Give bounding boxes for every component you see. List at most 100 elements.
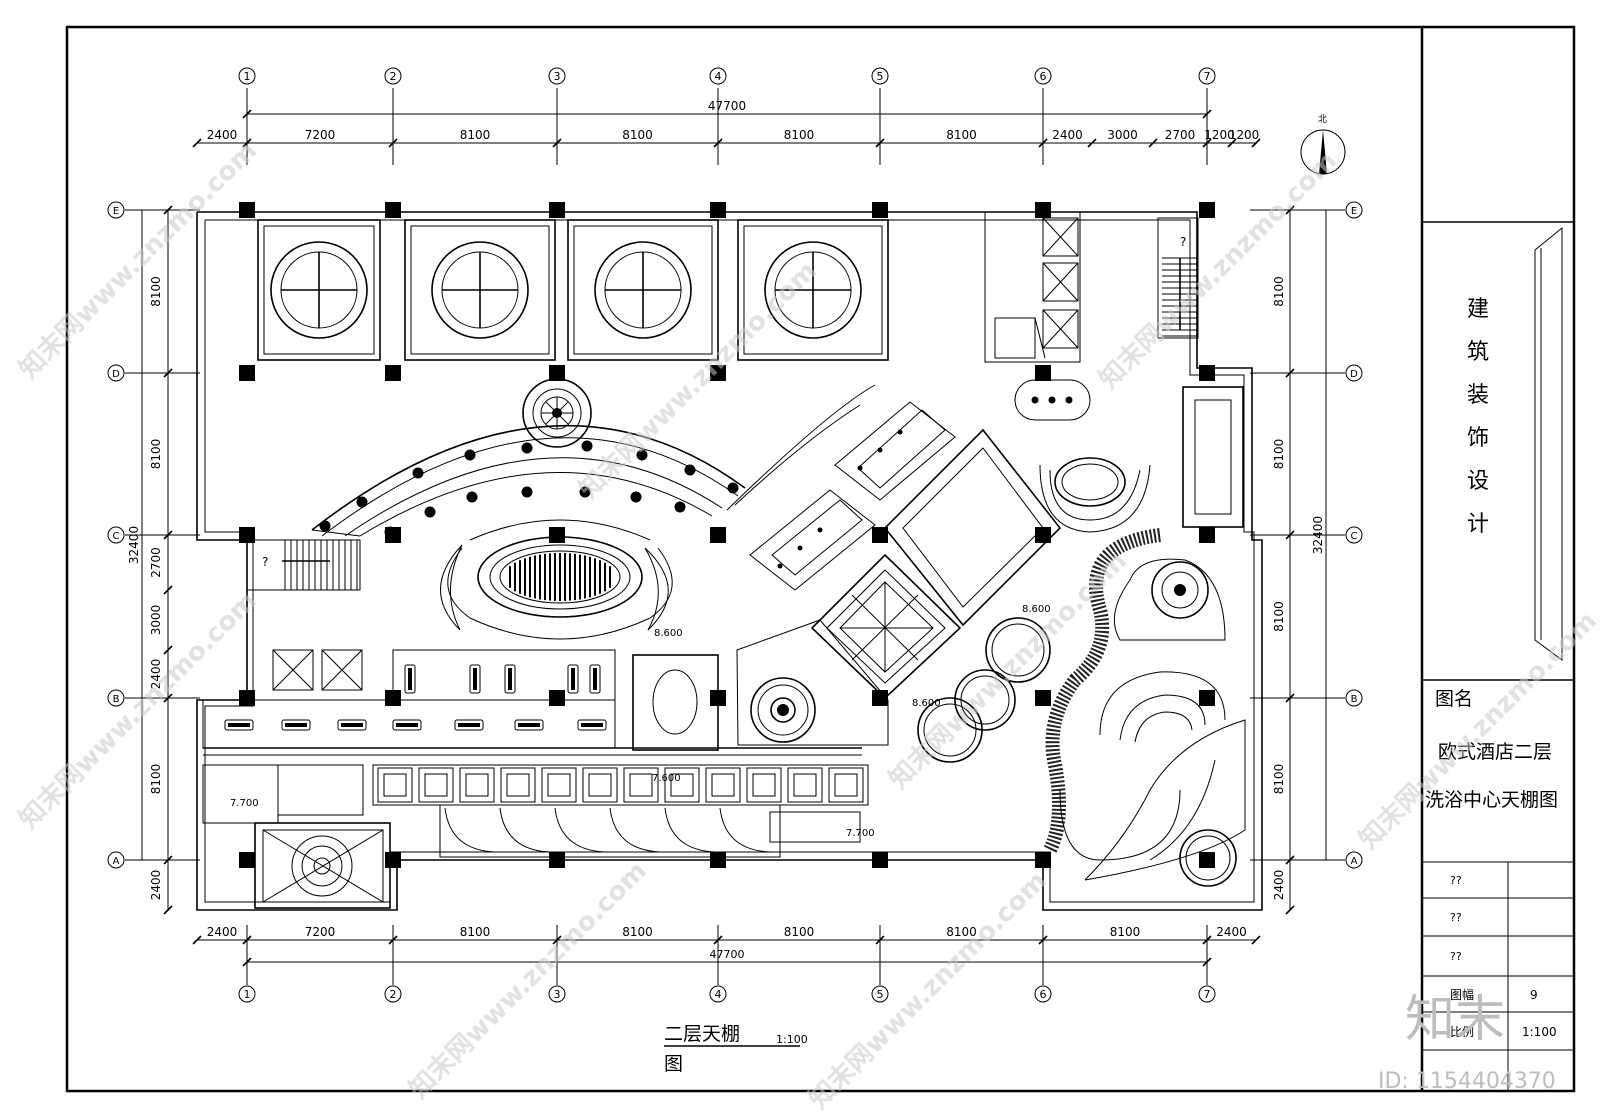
dimension-tick xyxy=(242,109,252,119)
dimension-tick xyxy=(388,138,398,148)
dimension-label-vertical: 3000 xyxy=(149,605,163,636)
column xyxy=(385,365,401,381)
grid-bubble-top xyxy=(384,67,402,85)
ceiling-panel xyxy=(737,219,889,361)
column xyxy=(385,202,401,218)
lounge-light xyxy=(1065,396,1073,404)
column xyxy=(710,852,726,868)
column xyxy=(872,690,888,706)
dimension-label: 7200 xyxy=(305,128,336,142)
ceiling-panel xyxy=(567,219,719,361)
grid-bubble-top xyxy=(709,67,727,85)
dimension-tick xyxy=(1148,138,1158,148)
arc-ceiling xyxy=(554,807,606,853)
dimension-label-vertical: 8100 xyxy=(149,764,163,795)
linear-light-bar xyxy=(518,723,540,727)
dimension-tick xyxy=(1202,109,1212,119)
dimension-tick xyxy=(163,368,173,378)
watermark-layer: 知末网www.znzmo.com 知末网www.znzmo.com 知末网www… xyxy=(14,136,1600,1115)
company-char: 计 xyxy=(1467,512,1489,537)
dimension-tick xyxy=(1251,138,1261,148)
pebble-path xyxy=(1043,528,1246,887)
stair-left: ? xyxy=(246,539,361,591)
ceiling-spotlight xyxy=(466,491,478,503)
dimension-label: 8100 xyxy=(622,925,653,939)
grid-label-col-bottom: 1 xyxy=(244,988,251,1001)
dimension-label-vertical: 2700 xyxy=(149,547,163,578)
dimension-tick xyxy=(242,138,252,148)
dimension-tick xyxy=(163,855,173,865)
elevation-mark-4: 7.700 xyxy=(230,798,259,809)
sheet-border xyxy=(65,25,1576,1093)
company-char: 建 xyxy=(1467,297,1489,322)
dimension-label: 2700 xyxy=(1165,128,1196,142)
column xyxy=(1199,690,1215,706)
linear-light-vertical-bar xyxy=(408,668,412,690)
drawing-title: 二层天棚 图 1:100 xyxy=(664,1023,808,1075)
dimension-label: 1200 xyxy=(1204,128,1235,142)
title-block-row-3: ?? xyxy=(1450,950,1462,963)
grid-bubble-bottom xyxy=(548,985,566,1003)
dimension-label-vertical: 2400 xyxy=(149,659,163,690)
dimension-tick xyxy=(163,905,173,915)
dimension-tick xyxy=(1038,138,1048,148)
grid-label-col-bottom: 6 xyxy=(1040,988,1047,1001)
grille-panel xyxy=(664,767,700,803)
circular-ceiling-panels xyxy=(257,219,889,361)
lounge-light xyxy=(1031,396,1039,404)
grid-bubble-left xyxy=(107,526,125,544)
linear-light xyxy=(392,719,422,731)
watermark-text-2: 知末网www.znzmo.com xyxy=(574,256,823,505)
scale-value: 1:100 xyxy=(1522,1025,1557,1039)
watermark-text-6: 知末网www.znzmo.com xyxy=(404,856,653,1105)
grid-label-col-bottom: 3 xyxy=(554,988,561,1001)
north-arrow: 北 xyxy=(1300,114,1346,175)
column xyxy=(239,202,255,218)
arc-ceiling xyxy=(719,807,771,853)
watermark-text-4: 知末网www.znzmo.com xyxy=(14,586,263,835)
ceiling-panel-inner xyxy=(743,225,883,355)
column xyxy=(710,365,726,381)
dimension-label-vertical: 8100 xyxy=(149,439,163,470)
grid-label-col-top: 7 xyxy=(1204,70,1211,83)
linear-light-bar xyxy=(458,723,480,727)
dimension-tick xyxy=(1202,138,1212,148)
linear-light-vertical-bar xyxy=(593,668,597,690)
column xyxy=(549,527,565,543)
dimension-tick xyxy=(1227,138,1237,148)
watermark-text-7: 知末网www.znzmo.com xyxy=(1354,606,1600,855)
dimension-label: 3000 xyxy=(1107,128,1138,142)
column xyxy=(549,365,565,381)
linear-light-vertical xyxy=(504,664,516,694)
grille-panel-inner xyxy=(588,773,612,797)
lounge-light xyxy=(1048,396,1056,404)
column xyxy=(872,527,888,543)
ceiling-spotlight xyxy=(581,440,593,452)
title-block-row-1: ?? xyxy=(1450,874,1462,887)
grid-label-row-left: B xyxy=(113,694,120,705)
dimension-tick xyxy=(713,935,723,945)
diagonal-corridor-ceiling xyxy=(726,384,956,591)
ceiling-spotlight xyxy=(464,449,476,461)
dimension-label: 8100 xyxy=(460,128,491,142)
grille-panel-inner xyxy=(793,773,817,797)
linear-light-vertical-bar xyxy=(473,668,477,690)
grille-panel xyxy=(418,767,454,803)
linear-light-bar xyxy=(341,723,363,727)
dimension-label-vertical: 8100 xyxy=(1272,439,1286,470)
grille-panel-inner xyxy=(752,773,776,797)
watermark-text-3: 知末网www.znzmo.com xyxy=(1094,146,1343,395)
linear-light xyxy=(281,719,311,731)
linear-light xyxy=(454,719,484,731)
grid-label-col-top: 4 xyxy=(715,70,722,83)
linear-light-vertical xyxy=(589,664,601,694)
dimension-label-vertical: 8100 xyxy=(1272,601,1286,632)
grille-panel-inner xyxy=(834,773,858,797)
grille-panel xyxy=(746,767,782,803)
elevation-mark-1: 8.600 xyxy=(654,628,683,639)
linear-light xyxy=(514,719,544,731)
dimension-label: 8100 xyxy=(460,925,491,939)
column xyxy=(1035,365,1051,381)
dimension-tick xyxy=(192,138,202,148)
